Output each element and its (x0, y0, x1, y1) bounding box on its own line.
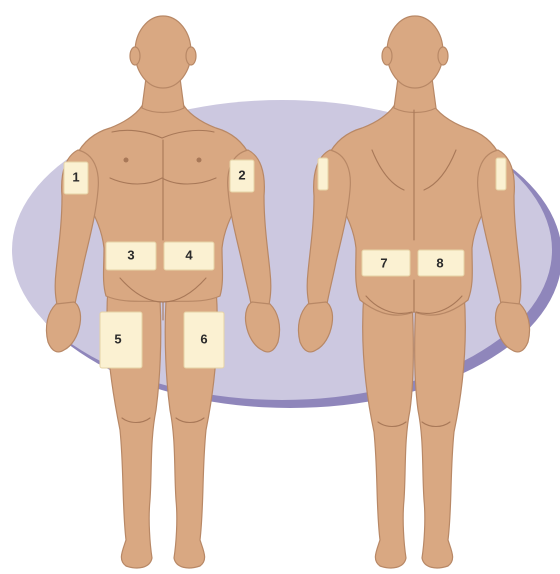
back-right-arm-patch (496, 158, 506, 190)
site-3-label: 3 (127, 247, 134, 262)
front-left-ear (130, 47, 140, 65)
site-1-patch: 1 (64, 162, 88, 194)
front-left-nipple (124, 158, 129, 163)
back-head (387, 16, 443, 88)
front-right-nipple (197, 158, 202, 163)
site-4-label: 4 (185, 247, 193, 262)
site-7-label: 7 (380, 255, 387, 270)
site-2-patch: 2 (230, 160, 254, 192)
site-1-label: 1 (72, 169, 79, 184)
back-right-ear (438, 47, 448, 65)
site-4-patch: 4 (164, 242, 214, 270)
back-right-leg (415, 292, 466, 568)
site-3-patch: 3 (106, 242, 156, 270)
front-head (135, 16, 191, 88)
back-left-leg (363, 292, 414, 568)
site-6-label: 6 (200, 331, 207, 346)
site-8-patch: 8 (418, 250, 464, 276)
back-left-arm-patch (318, 158, 328, 190)
site-5-label: 5 (114, 331, 121, 346)
site-7-patch: 7 (362, 250, 410, 276)
back-left-ear (382, 47, 392, 65)
front-right-ear (186, 47, 196, 65)
site-2-label: 2 (238, 167, 245, 182)
site-8-label: 8 (436, 255, 443, 270)
site-5-patch: 5 (100, 312, 142, 368)
site-6-patch: 6 (184, 312, 224, 368)
